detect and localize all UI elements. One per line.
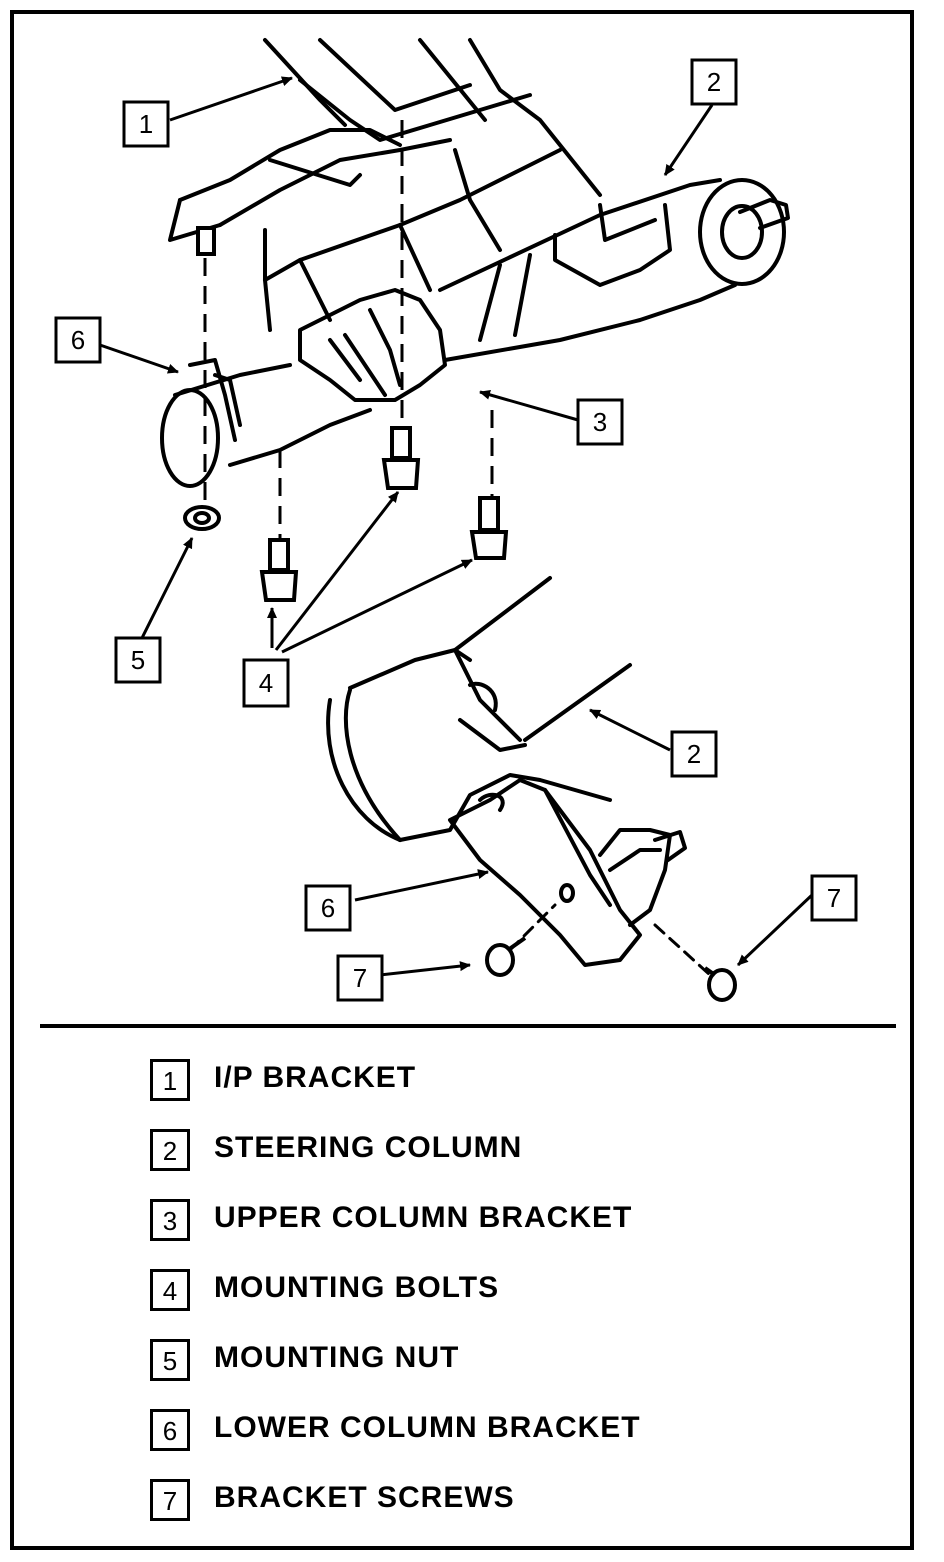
legend-label: MOUNTING NUT bbox=[214, 1341, 460, 1374]
fasteners bbox=[183, 226, 509, 602]
bracket-screw-icon-left bbox=[485, 936, 527, 977]
legend-number-box: 7 bbox=[150, 1479, 190, 1521]
legend-label: UPPER COLUMN BRACKET bbox=[214, 1201, 633, 1234]
legend-item: 2 STEERING COLUMN bbox=[150, 1125, 770, 1195]
legend-item: 6 LOWER COLUMN BRACKET bbox=[150, 1405, 770, 1475]
callout-labels: 1 2 6 3 5 4 2 6 7 7 bbox=[71, 67, 841, 993]
callouts bbox=[54, 58, 858, 1002]
legend-item: 3 UPPER COLUMN BRACKET bbox=[150, 1195, 770, 1265]
legend-number-box: 6 bbox=[150, 1409, 190, 1451]
legend-item: 5 MOUNTING NUT bbox=[150, 1335, 770, 1405]
mounting-bolt-icon-1 bbox=[259, 538, 299, 602]
callout-1: 1 bbox=[139, 109, 153, 139]
callout-6-top: 6 bbox=[71, 325, 85, 355]
callout-3: 3 bbox=[593, 407, 607, 437]
legend-item: 7 BRACKET SCREWS bbox=[150, 1475, 770, 1545]
upper-bolt-head-icon bbox=[196, 226, 216, 256]
leader-arrows bbox=[99, 76, 814, 977]
callout-4: 4 bbox=[259, 668, 273, 698]
legend-number-box: 4 bbox=[150, 1269, 190, 1311]
legend: 1 I/P BRACKET 2 STEERING COLUMN 3 UPPER … bbox=[150, 1055, 770, 1545]
legend-item: 1 I/P BRACKET bbox=[150, 1055, 770, 1125]
legend-number-box: 5 bbox=[150, 1339, 190, 1381]
legend-number-box: 2 bbox=[150, 1129, 190, 1171]
callout-2-top: 2 bbox=[707, 67, 721, 97]
legend-label: MOUNTING BOLTS bbox=[214, 1271, 500, 1304]
bracket-screws bbox=[485, 936, 737, 1002]
legend-number-box: 1 bbox=[150, 1059, 190, 1101]
callout-5: 5 bbox=[131, 645, 145, 675]
legend-label: LOWER COLUMN BRACKET bbox=[214, 1411, 641, 1444]
callout-7-right: 7 bbox=[827, 883, 841, 913]
upper-assembly-illustration bbox=[160, 38, 790, 488]
diagram-frame bbox=[10, 10, 914, 1550]
legend-number-box: 3 bbox=[150, 1199, 190, 1241]
mounting-nut-icon bbox=[183, 505, 221, 531]
bracket-screw-icon-right bbox=[703, 966, 737, 1002]
bolt-center-lines bbox=[203, 120, 494, 555]
legend-label: BRACKET SCREWS bbox=[214, 1481, 515, 1514]
mounting-bolt-icon-2 bbox=[381, 426, 421, 490]
legend-label: STEERING COLUMN bbox=[214, 1131, 523, 1164]
lower-assembly-illustration bbox=[326, 576, 712, 977]
legend-label: I/P BRACKET bbox=[214, 1061, 417, 1094]
callout-2-bottom: 2 bbox=[687, 739, 701, 769]
callout-7-left: 7 bbox=[353, 963, 367, 993]
legend-item: 4 MOUNTING BOLTS bbox=[150, 1265, 770, 1335]
callout-6-bottom: 6 bbox=[321, 893, 335, 923]
mounting-bolt-icon-3 bbox=[469, 496, 509, 560]
